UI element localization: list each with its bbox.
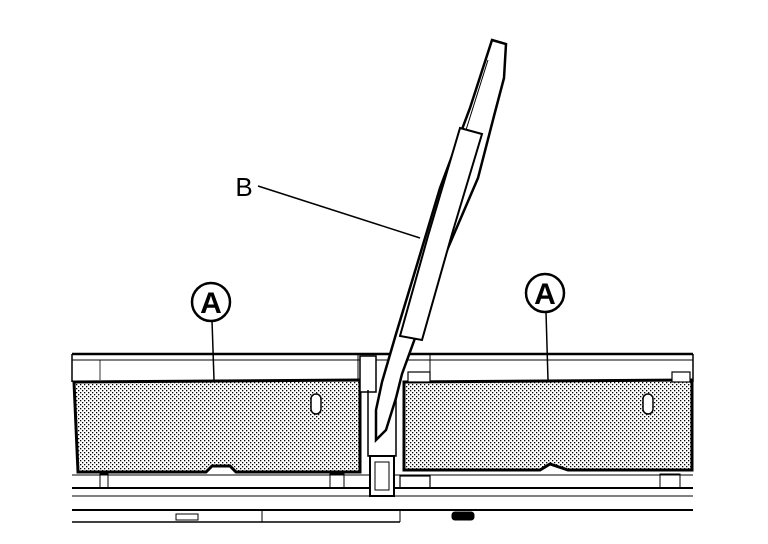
label-part-a-right: A xyxy=(534,278,556,311)
label-part-b: B xyxy=(235,172,252,202)
callout-a-left: A xyxy=(190,281,232,323)
label-part-a-left: A xyxy=(200,287,222,320)
leader-lines xyxy=(211,185,549,381)
cushion-left xyxy=(72,378,362,474)
center-bracket xyxy=(359,355,397,497)
cushion-right xyxy=(402,371,694,472)
callout-a-right: A xyxy=(524,272,566,314)
upper-rail xyxy=(71,352,694,382)
panel-b xyxy=(374,38,508,444)
